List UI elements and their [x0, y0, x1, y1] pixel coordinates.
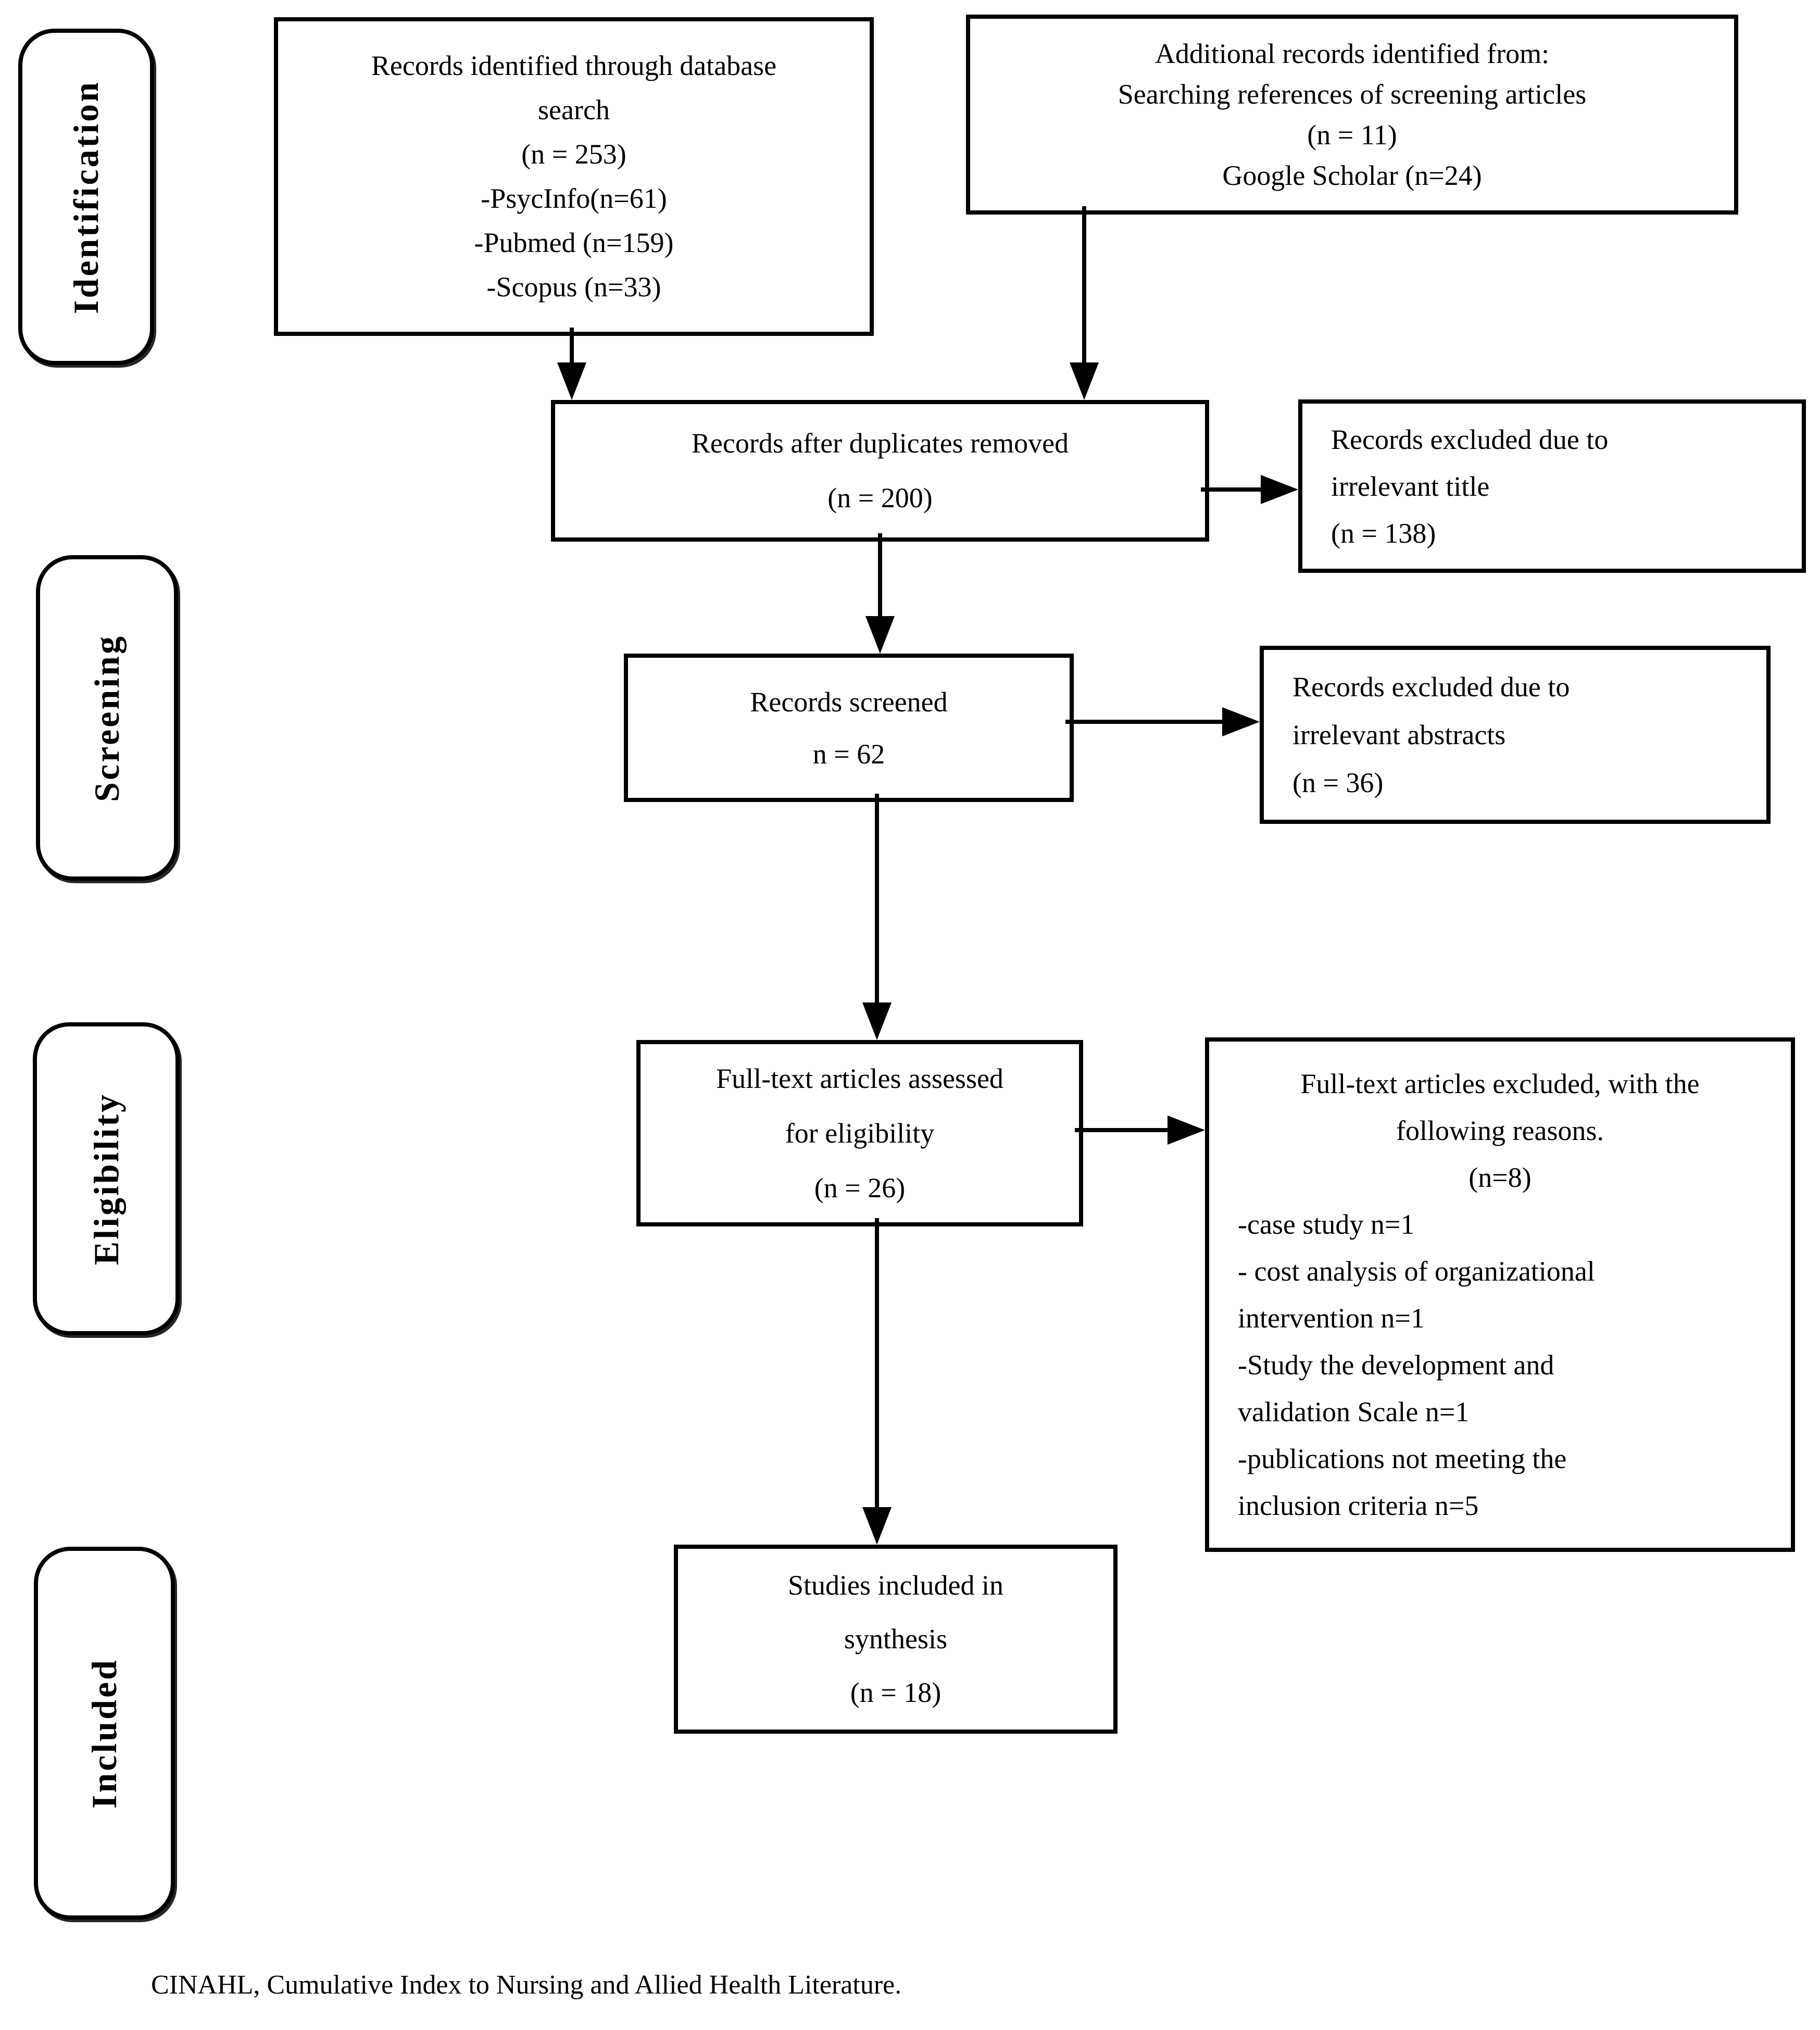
box-line: Records identified through database: [371, 50, 777, 81]
arrow-down-icon: [557, 362, 586, 400]
box-line: Full-text articles assessed: [716, 1062, 1003, 1094]
arrow-shaft: [1065, 720, 1222, 724]
box-line: Additional records identified from:: [1154, 38, 1550, 69]
box-line: irrelevant title: [1331, 470, 1490, 502]
box-line: Google Scholar (n=24): [1222, 160, 1482, 191]
arrow-down-icon: [1070, 362, 1099, 400]
box-line: (n = 36): [1292, 767, 1384, 798]
box-line: Records excluded due to: [1331, 423, 1609, 455]
box-line: - cost analysis of organizational: [1238, 1256, 1595, 1287]
arrow-shaft: [878, 533, 882, 616]
arrow-shaft: [1082, 206, 1086, 362]
box-line: (n = 18): [850, 1677, 942, 1708]
box-records-screened: Records screened n = 62: [624, 654, 1074, 802]
box-line: intervention n=1: [1238, 1302, 1425, 1334]
arrow-shaft: [570, 328, 574, 362]
box-fulltext-excluded: Full-text articles excluded, with the fo…: [1205, 1037, 1795, 1552]
stage-label-eligibility: Eligibility: [33, 1022, 180, 1335]
stage-label-eligibility-text: Eligibility: [86, 1092, 126, 1265]
arrow-shaft: [1075, 1128, 1168, 1132]
box-line: -case study n=1: [1238, 1209, 1415, 1240]
box-line: -Study the development and: [1238, 1349, 1554, 1381]
arrow-down-icon: [862, 1507, 892, 1545]
box-excluded-abstracts: Records excluded due to irrelevant abstr…: [1260, 646, 1771, 824]
box-additional-records: Additional records identified from: Sear…: [966, 15, 1738, 215]
arrow-down-icon: [862, 1003, 892, 1040]
box-excluded-title: Records excluded due to irrelevant title…: [1298, 399, 1806, 573]
box-line: (n = 138): [1331, 517, 1436, 549]
stage-label-identification-text: Identification: [66, 80, 106, 314]
arrow-shaft: [1201, 487, 1261, 492]
box-line: validation Scale n=1: [1238, 1396, 1470, 1427]
box-line: Records after duplicates removed: [691, 428, 1069, 459]
box-line: -publications not meeting the: [1238, 1443, 1567, 1474]
box-fulltext-assessed: Full-text articles assessed for eligibil…: [636, 1040, 1083, 1226]
stage-label-included-text: Included: [84, 1658, 124, 1809]
arrow-right-icon: [1261, 475, 1298, 504]
box-line: inclusion criteria n=5: [1238, 1490, 1479, 1521]
arrow-right-icon: [1222, 707, 1260, 736]
box-line: Searching references of screening articl…: [1118, 79, 1587, 110]
footer-abbreviation-note: CINAHL, Cumulative Index to Nursing and …: [151, 1970, 902, 2000]
box-line: Studies included in: [788, 1570, 1003, 1601]
box-line: n = 62: [812, 738, 885, 770]
box-after-duplicates: Records after duplicates removed (n = 20…: [551, 400, 1209, 542]
box-line: Full-text articles excluded, with the: [1300, 1068, 1700, 1099]
box-line: synthesis: [844, 1623, 948, 1655]
stage-label-screening: Screening: [36, 555, 178, 881]
arrow-shaft: [875, 1218, 879, 1507]
box-line: (n = 200): [827, 482, 933, 513]
box-records-identified: Records identified through database sear…: [274, 17, 874, 336]
box-line: -Scopus (n=33): [486, 271, 661, 303]
box-line: (n = 11): [1307, 119, 1397, 151]
box-line: (n = 253): [521, 139, 626, 170]
box-line: (n=8): [1468, 1162, 1532, 1193]
arrow-shaft: [875, 794, 879, 1003]
box-line: search: [538, 94, 610, 126]
arrow-right-icon: [1168, 1116, 1205, 1145]
box-line: Records excluded due to: [1292, 671, 1570, 703]
box-line: -Pubmed (n=159): [474, 227, 674, 258]
stage-label-included: Included: [34, 1547, 175, 1920]
arrow-down-icon: [865, 616, 895, 654]
stage-label-screening-text: Screening: [87, 634, 127, 802]
box-line: following reasons.: [1396, 1115, 1604, 1146]
box-line: Records screened: [750, 686, 948, 718]
box-line: irrelevant abstracts: [1292, 719, 1506, 750]
stage-label-identification: Identification: [18, 29, 154, 365]
box-line: -PsycInfo(n=61): [481, 183, 667, 214]
box-line: (n = 26): [814, 1172, 906, 1204]
box-studies-included: Studies included in synthesis (n = 18): [674, 1545, 1118, 1734]
box-line: for eligibility: [785, 1117, 935, 1149]
